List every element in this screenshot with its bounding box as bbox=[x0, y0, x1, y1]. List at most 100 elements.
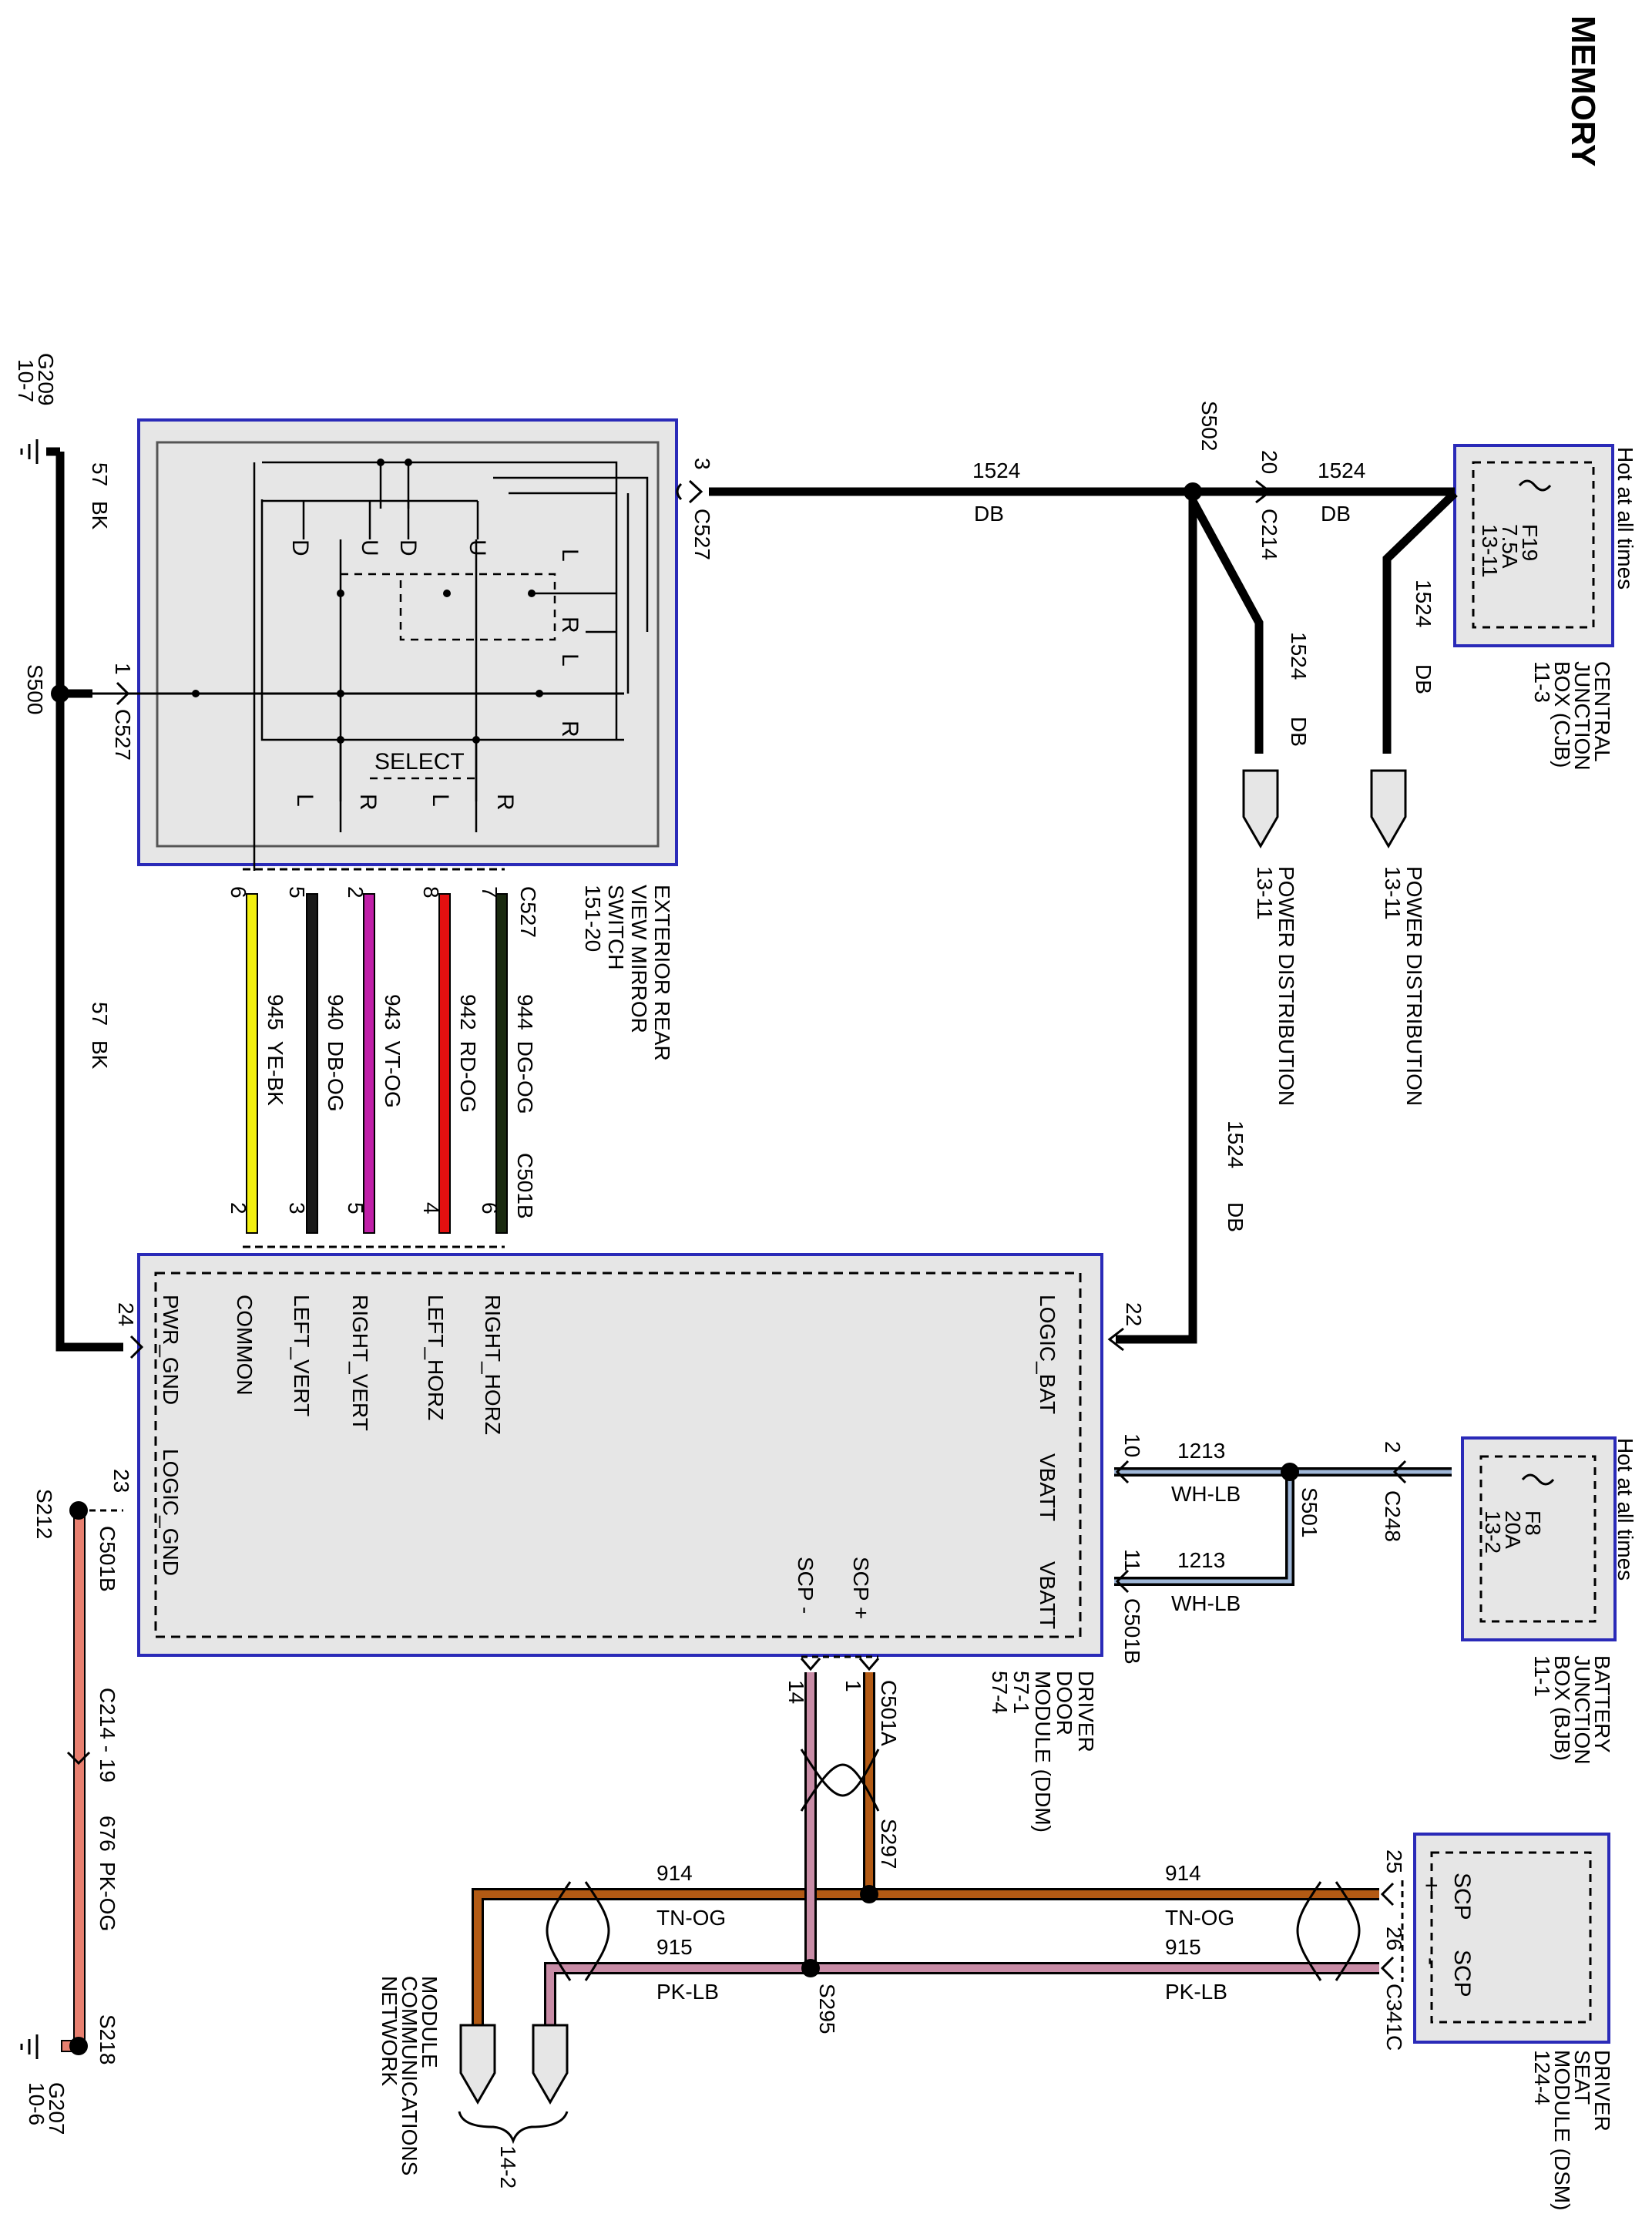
splice-s295-dot bbox=[801, 1959, 820, 1977]
c501b-label-a: C501B bbox=[96, 1526, 119, 1592]
dsm-name-2: SEAT bbox=[1570, 2050, 1594, 2105]
splice-s500: S500 bbox=[23, 664, 47, 714]
bjb-name-3: BOX (BJB) bbox=[1550, 1655, 1574, 1761]
wire-914-circuit-b: 914 bbox=[1165, 1861, 1201, 1885]
driver-door-module: PWR_GND LOGIC_GND COMMON LEFT_VERT RIGHT… bbox=[137, 1253, 1103, 1833]
wire-944-label: 944DG-OG bbox=[513, 994, 537, 1114]
wire-943-label: 943VT-OG bbox=[381, 994, 405, 1108]
power-dist-ref-b: 13-11 bbox=[1381, 866, 1405, 920]
wire-915-circuit-b: 915 bbox=[1165, 1935, 1201, 1959]
wire-1524-color-d: DB bbox=[1412, 664, 1435, 694]
cjb-fuse: F19 bbox=[1518, 524, 1542, 561]
mcn-name-2: COMMUNICATIONS bbox=[398, 1976, 421, 2175]
ddm-pin-23: 23 bbox=[109, 1469, 133, 1493]
wire-914-color-a: TN-OG bbox=[656, 1906, 726, 1930]
ddm-pin-left-vert: LEFT_VERT bbox=[290, 1295, 314, 1416]
mirror-harness bbox=[243, 868, 508, 1248]
switch-contact-r1: R bbox=[557, 616, 583, 633]
switch-contact-r3: R bbox=[355, 794, 381, 811]
c214-19-label: C214 - 19 bbox=[96, 1688, 119, 1782]
splice-s501-dot bbox=[1281, 1463, 1299, 1481]
ground-g209-ref: 10-7 bbox=[14, 359, 38, 402]
wire-914-circuit-a: 914 bbox=[656, 1861, 693, 1885]
c527-label-c: C527 bbox=[516, 886, 540, 938]
switch-contact-l1: L bbox=[557, 549, 583, 562]
sw-pin-7: 7 bbox=[478, 886, 502, 899]
dsm-minus: - bbox=[1419, 1957, 1444, 1965]
ddm-pin-6: 6 bbox=[478, 1202, 502, 1215]
splice-s212-dot bbox=[69, 1501, 88, 1520]
mcn-connector-a bbox=[459, 2024, 496, 2105]
bjb-hot-label: Hot at all times bbox=[1613, 1438, 1637, 1581]
ddm-pin-5: 5 bbox=[344, 1202, 368, 1215]
wire-1524-circuit-c: 1524 bbox=[1287, 632, 1311, 680]
cjb-hot-label: Hot at all times bbox=[1613, 447, 1637, 590]
switch-contact-u1: U bbox=[357, 539, 382, 556]
splice-s502: S502 bbox=[1197, 401, 1221, 451]
bjb-fuse-rating: 20A bbox=[1501, 1510, 1525, 1549]
bjb-fuse-ref: 13-2 bbox=[1481, 1510, 1505, 1554]
wire-676-circuit: 676 bbox=[96, 1816, 119, 1852]
c527-label-a: C527 bbox=[690, 509, 714, 560]
switch-contact-d1: D bbox=[287, 539, 313, 556]
ddm-name-1: DRIVER bbox=[1074, 1671, 1098, 1752]
ddm-pin-24: 24 bbox=[114, 1302, 138, 1326]
mcn-brace bbox=[458, 2111, 569, 2145]
ddm-pin-10: 10 bbox=[1120, 1433, 1144, 1457]
page-title: MEMORY bbox=[1564, 15, 1602, 166]
mirror-switch-name-2: VIEW MIRROR bbox=[627, 885, 651, 1033]
c341c-label: C341C bbox=[1382, 1984, 1406, 2051]
wire-1524-circuit-e: 1524 bbox=[1224, 1120, 1247, 1168]
switch-contact-r2: R bbox=[557, 721, 583, 737]
cjb-name-1: CENTRAL bbox=[1590, 661, 1614, 762]
driver-seat-module: SCP SCP + - DRIVER SEAT MODULE (DSM) 124… bbox=[1413, 1833, 1614, 2210]
mcn-ref: 14-2 bbox=[496, 2145, 520, 2189]
dsm-scp-1: SCP bbox=[1449, 1873, 1475, 1920]
cjb-name-ref: 11-3 bbox=[1530, 661, 1554, 703]
c248-pin-2: 2 bbox=[1381, 1441, 1405, 1453]
wire-914 bbox=[472, 1672, 1379, 2027]
wire-1524-color-e: DB bbox=[1224, 1202, 1247, 1232]
c527-label-b: C527 bbox=[111, 709, 135, 761]
c214-pin-20: 20 bbox=[1257, 450, 1281, 474]
wire-57-circuit-a: 57 bbox=[88, 462, 112, 486]
wire-914-color-b: TN-OG bbox=[1165, 1906, 1234, 1930]
mirror-switch-name-1: EXTERIOR REAR bbox=[650, 885, 674, 1061]
c527-pin-1: 1 bbox=[111, 663, 135, 675]
cjb-name-2: JUNCTION bbox=[1570, 661, 1594, 771]
c501a-label: C501A bbox=[877, 1680, 901, 1746]
wire-1524-color-a: DB bbox=[974, 502, 1004, 526]
ddm-pin-11: 11 bbox=[1120, 1549, 1144, 1571]
splice-s295: S295 bbox=[815, 1984, 839, 2034]
switch-contact-u2: U bbox=[465, 539, 490, 556]
wire-915-color-a: PK-LB bbox=[656, 1980, 719, 2004]
dsm-name-1: DRIVER bbox=[1590, 2050, 1614, 2132]
ddm-pin-right-vert: RIGHT_VERT bbox=[348, 1295, 372, 1431]
ddm-pin-3: 3 bbox=[285, 1202, 309, 1215]
ddm-name-2: DOOR bbox=[1053, 1671, 1076, 1735]
wire-940-label: 940DB-OG bbox=[324, 994, 348, 1112]
wire-1524 bbox=[709, 487, 1458, 1344]
ddm-pin-logic-bat: LOGIC_BAT bbox=[1036, 1295, 1059, 1414]
ground-g207: G207 bbox=[45, 2082, 69, 2135]
mirror-switch-name-3: SWITCH bbox=[604, 885, 628, 969]
wire-915-circuit-a: 915 bbox=[656, 1935, 693, 1959]
sw-pin-6: 6 bbox=[227, 886, 250, 899]
dsm-scp-2: SCP bbox=[1449, 1950, 1475, 1997]
ddm-pin-4: 4 bbox=[419, 1202, 443, 1215]
dsm-pin-25: 25 bbox=[1382, 1849, 1406, 1873]
wire-1524-circuit-a: 1524 bbox=[972, 459, 1020, 482]
splice-s297: S297 bbox=[877, 1819, 901, 1869]
wire-1524-color-b: DB bbox=[1321, 502, 1351, 526]
c501b-label-c: C501B bbox=[1120, 1598, 1144, 1665]
wire-1213-circuit-a: 1213 bbox=[1177, 1439, 1225, 1463]
bjb-fuse: F8 bbox=[1521, 1510, 1545, 1536]
wire-915 bbox=[544, 1672, 1379, 2027]
mirror-switch: D U D U L R L R L R L R SELECT EXTERIOR … bbox=[137, 418, 678, 1061]
wire-942-label: 942RD-OG bbox=[456, 994, 480, 1113]
c248-label: C248 bbox=[1381, 1490, 1405, 1542]
splice-s501: S501 bbox=[1298, 1487, 1321, 1537]
ddm-pin-2: 2 bbox=[227, 1202, 250, 1215]
ground-g207-ref: 10-6 bbox=[25, 2082, 49, 2125]
